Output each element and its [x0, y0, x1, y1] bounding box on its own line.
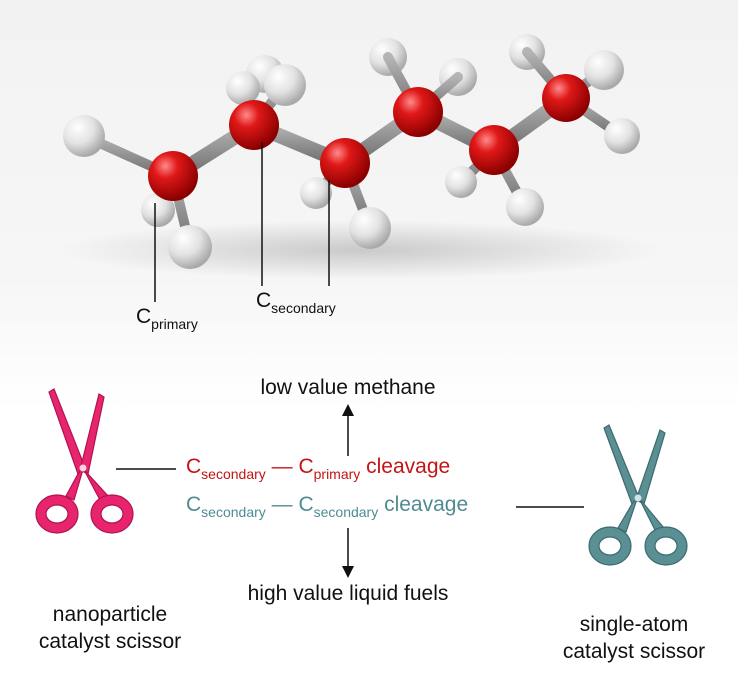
teal-c-left-sub: secondary	[201, 504, 266, 520]
carbon-atom	[469, 125, 519, 175]
red-cleavage-word: cleavage	[366, 455, 451, 478]
molecule-shadow	[60, 220, 660, 280]
teal-c-left-main: C	[186, 493, 202, 516]
hydrogen-atom	[349, 207, 391, 249]
product-liquid-fuels: high value liquid fuels	[247, 582, 449, 605]
label-c-primary: Cprimary	[136, 306, 198, 331]
carbon-atoms	[148, 74, 590, 201]
teal-c-right-sub: secondary	[313, 504, 379, 520]
red-c-left-sub: secondary	[201, 466, 266, 482]
scissor-icon	[588, 424, 688, 566]
caption-nanoparticle: nanoparticle catalyst scissor	[10, 601, 210, 656]
arrow-up	[342, 404, 354, 456]
caption-single-atom-line2: catalyst scissor	[562, 640, 706, 664]
hydrogen-atom	[141, 193, 175, 227]
arrow-down	[342, 528, 354, 578]
hydrogen-atom	[584, 50, 624, 90]
label-c-secondary-sub: secondary	[271, 300, 336, 316]
label-c-primary-main: C	[136, 305, 152, 328]
product-methane: low value methane	[260, 376, 436, 399]
carbon-atom	[542, 74, 590, 122]
label-c-secondary-main: C	[256, 289, 272, 312]
caption-single-atom-line1: single-atom	[579, 613, 689, 636]
hydrogen-atom	[445, 166, 477, 198]
carbon-atom	[320, 138, 370, 188]
caption-nanoparticle-line2: catalyst scissor	[38, 630, 182, 654]
scissor-icon	[35, 388, 134, 534]
hydrogen-atom	[226, 71, 260, 105]
hydrogen-atom	[506, 188, 544, 226]
hydrogen-atom	[264, 64, 306, 106]
hydrogen-atoms	[63, 50, 640, 227]
carbon-atom	[148, 151, 198, 201]
red-c-right-main: C	[298, 455, 314, 478]
caption-single-atom: single-atom catalyst scissor	[534, 611, 734, 666]
red-dash: —	[271, 455, 293, 478]
red-c-right-sub: primary	[313, 466, 361, 482]
carbon-atom	[229, 100, 279, 150]
hydrogen-atom	[300, 177, 332, 209]
label-c-primary-sub: primary	[151, 316, 198, 332]
caption-nanoparticle-line1: nanoparticle	[52, 603, 168, 626]
hydrogen-atom	[604, 118, 640, 154]
teal-c-right-main: C	[298, 493, 314, 516]
red-cleavage-path: Csecondary — Cprimary cleavage	[186, 456, 450, 481]
carbon-atom	[393, 87, 443, 137]
hydrogen-atom	[168, 225, 212, 269]
red-c-left-main: C	[186, 455, 202, 478]
hydrogen-atoms-front	[168, 188, 544, 269]
teal-dash: —	[271, 493, 293, 516]
teal-cleavage-path: Csecondary — Csecondary cleavage	[186, 494, 468, 519]
label-c-secondary: Csecondary	[256, 290, 336, 315]
hydrogen-atom	[63, 115, 105, 157]
teal-cleavage-word: cleavage	[384, 493, 469, 516]
